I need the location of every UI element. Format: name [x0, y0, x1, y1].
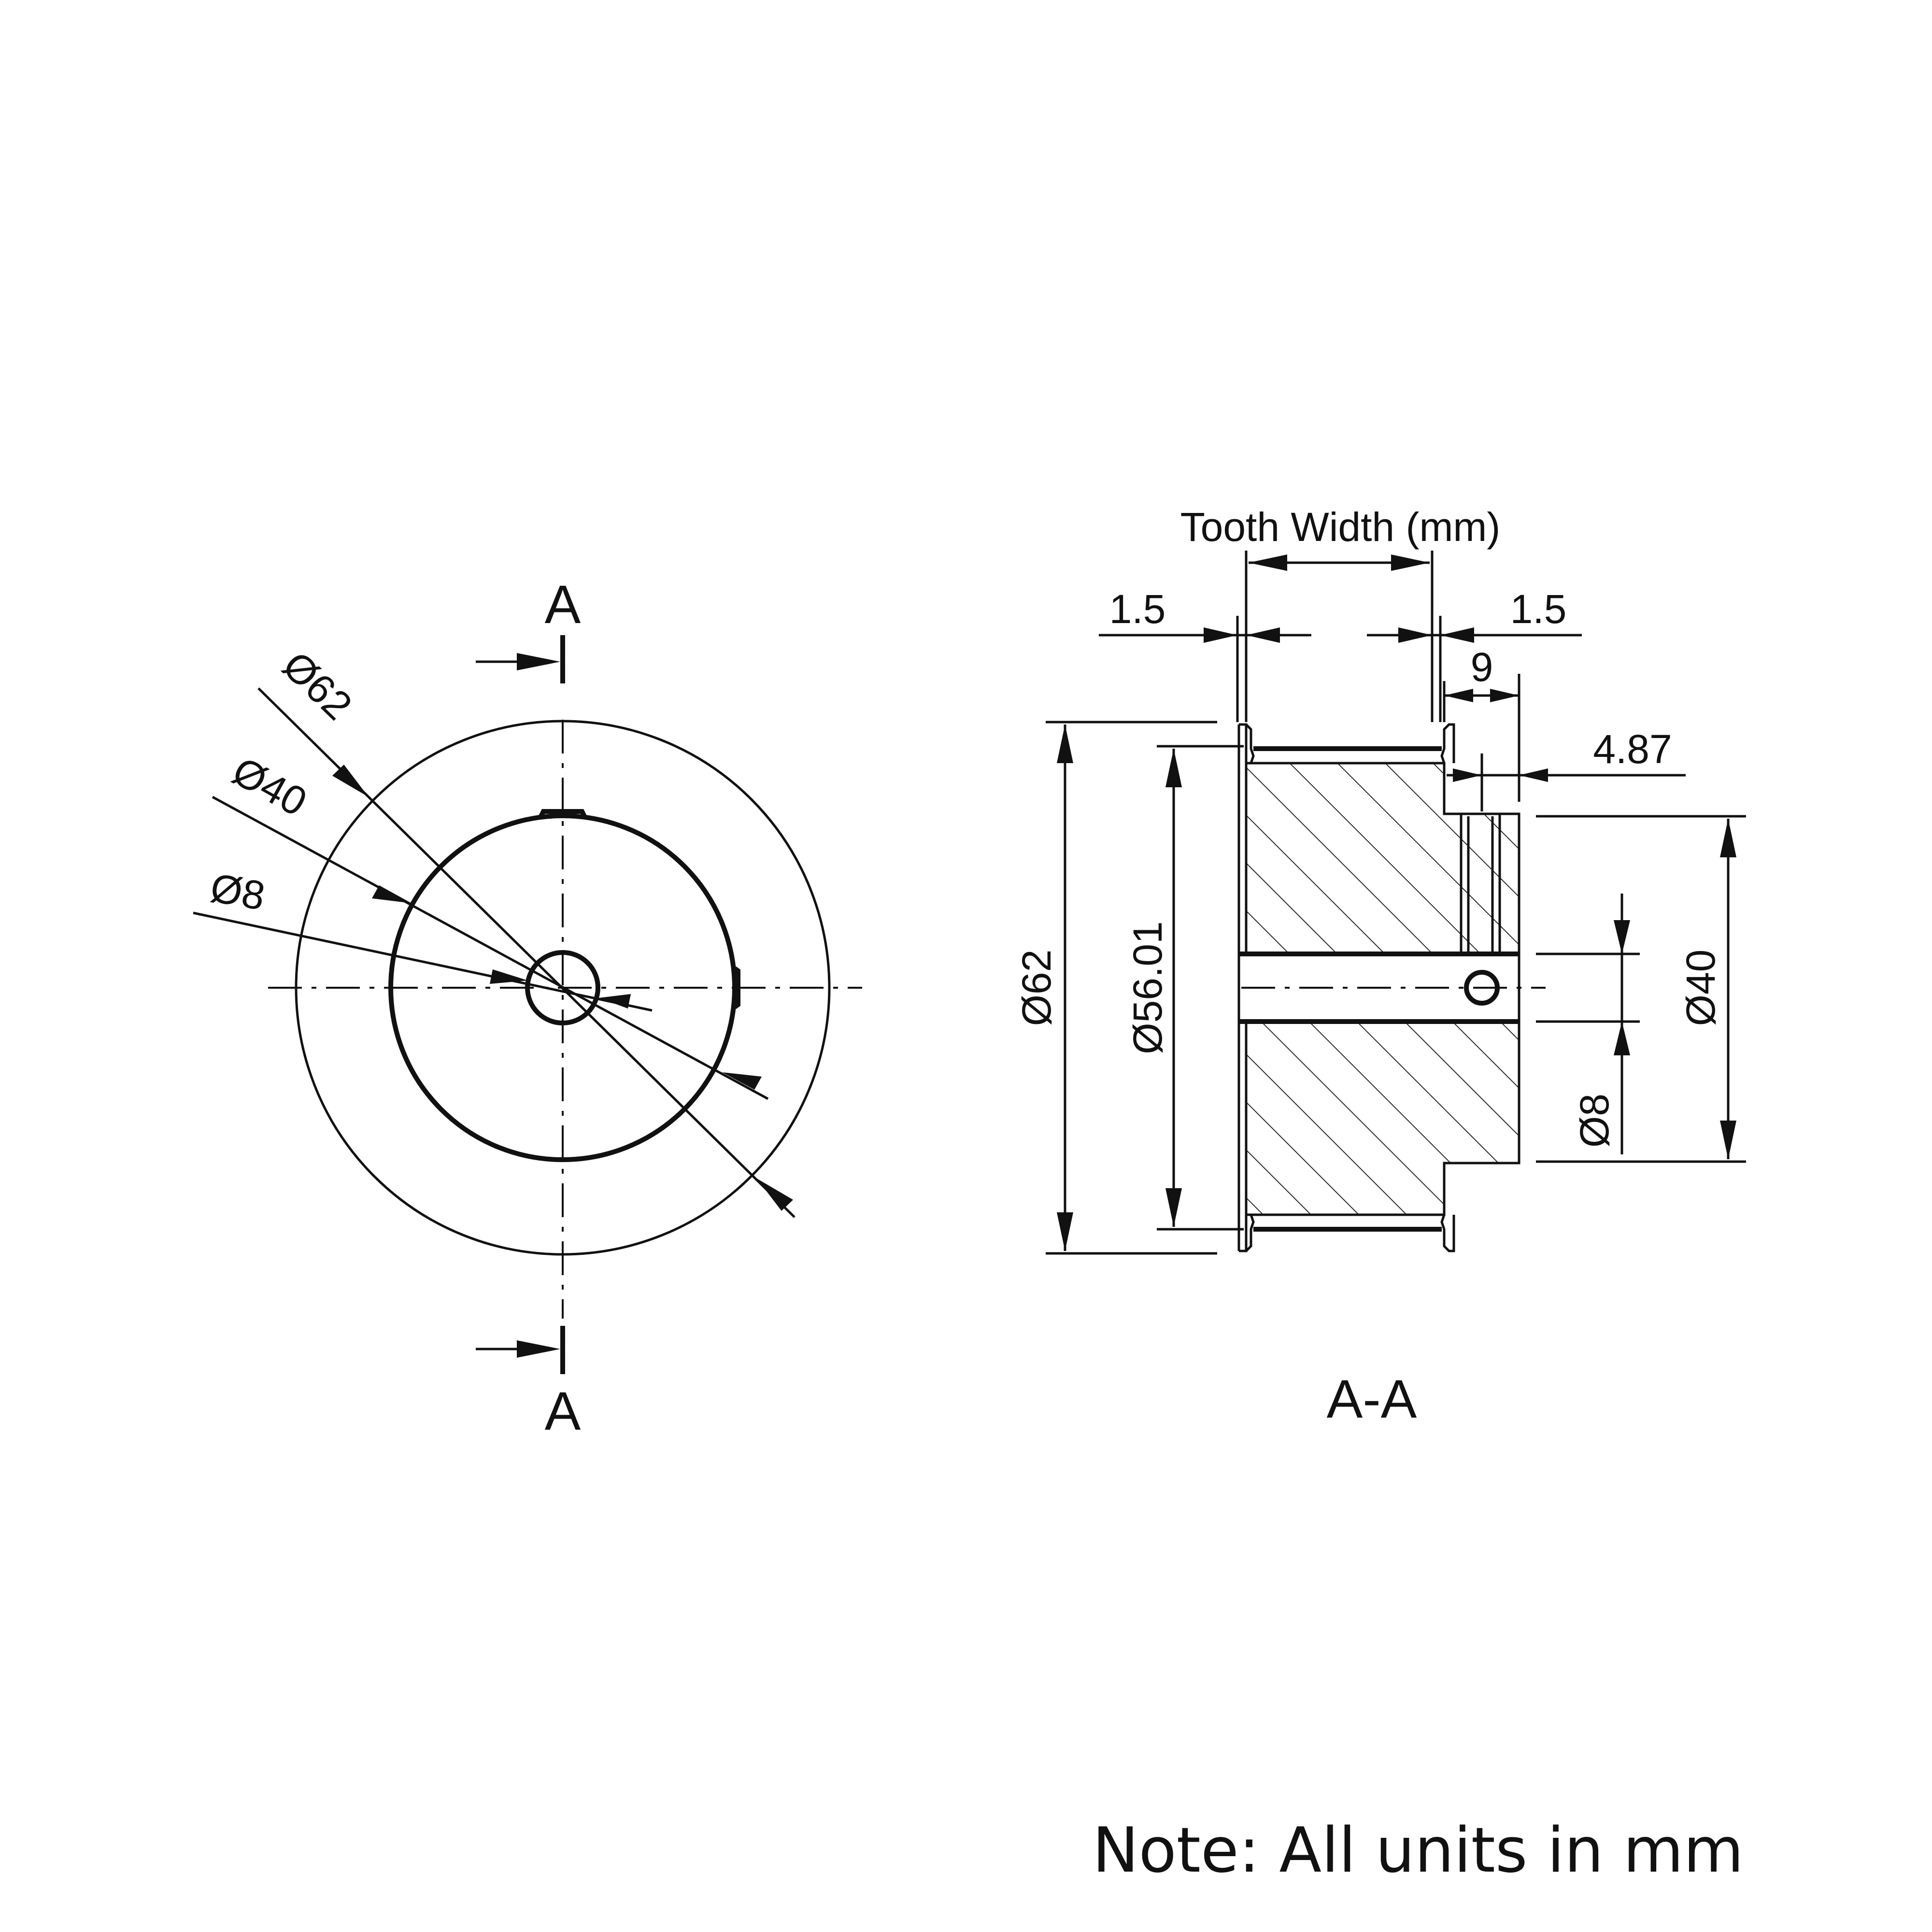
flange-left-arrow-a [1204, 627, 1237, 643]
section-mark-top: A [545, 574, 581, 635]
set-screw-hole [1464, 970, 1500, 1006]
screw-offset-arrow-b [1519, 768, 1548, 782]
hub-diameter-arrow-a [372, 885, 412, 903]
flange-right-label: 1.5 [1510, 586, 1567, 632]
hub-length-label: 9 [1471, 644, 1493, 690]
units-note: Note: All units in mm [1093, 1815, 1744, 1887]
front-view: A A Ø62 Ø40 Ø8 [193, 574, 862, 1441]
outer-diameter-arrow-b [757, 1179, 793, 1211]
bore-dia-arrow-top [1614, 920, 1630, 954]
bore-diameter-leader [193, 911, 653, 1012]
pitch-dia-arrow-top [1165, 749, 1182, 787]
top-screw-boss [539, 809, 587, 818]
outer-dia-arrow-top [1057, 724, 1073, 763]
section-arrow-bottom-head [517, 1340, 560, 1358]
hub-dia-arrow-top [1720, 819, 1736, 857]
hub-circle [388, 813, 737, 1162]
hub-diameter-leader [212, 796, 769, 1100]
screw-offset-arrow-a [1453, 768, 1482, 782]
tooth-width-arrow-left [1249, 554, 1287, 571]
hub-dia-arrow-bottom [1720, 1121, 1736, 1159]
bore-circle [525, 950, 600, 1025]
section-body-lower [1245, 1020, 1520, 1216]
hub-length-arrow-left [1444, 689, 1473, 702]
outer-flange-circle [295, 720, 831, 1256]
section-hub-diameter-label: Ø40 [1678, 950, 1723, 1026]
tooth-width-label: Tooth Width (mm) [1180, 504, 1501, 550]
bore-diameter-arrow-a [490, 969, 528, 984]
screw-offset-label: 4.87 [1593, 726, 1672, 772]
section-body-upper [1245, 762, 1520, 955]
pitch-dia-arrow-bottom [1165, 1188, 1182, 1227]
outer-diameter-arrow-a [332, 765, 369, 797]
bore-diameter-label: Ø8 [207, 865, 269, 919]
section-bore-diameter-label: Ø8 [1572, 1094, 1617, 1148]
flange-left-label: 1.5 [1109, 586, 1166, 632]
flange-right-arrow-a [1398, 627, 1432, 643]
flange-right-arrow-b [1440, 627, 1474, 643]
hub-length-arrow-right [1490, 689, 1519, 702]
outer-dia-arrow-bottom [1057, 1212, 1073, 1251]
bore-dia-arrow-bottom [1614, 1022, 1630, 1055]
section-mark-bottom: A [545, 1381, 581, 1441]
section-arrow-top-head [517, 653, 560, 670]
section-view: Tooth Width (mm) 1.5 1.5 9 4.87 [1014, 504, 1746, 1429]
set-screw [1460, 812, 1501, 955]
hub-diameter-arrow-b [722, 1072, 762, 1090]
section-outer-diameter-label: Ø62 [1014, 950, 1059, 1026]
hub-diameter-label: Ø40 [225, 748, 314, 825]
side-screw-boss [733, 966, 740, 1009]
pitch-diameter-label: Ø56.01 [1125, 921, 1170, 1054]
flange-profile-lower [1239, 1214, 1455, 1252]
tooth-width-arrow-right [1391, 554, 1430, 571]
flange-left-arrow-b [1246, 627, 1280, 643]
section-title: A-A [1327, 1369, 1417, 1429]
bore-diameter-arrow-b [599, 994, 631, 1009]
flange-profile-upper [1239, 723, 1455, 764]
